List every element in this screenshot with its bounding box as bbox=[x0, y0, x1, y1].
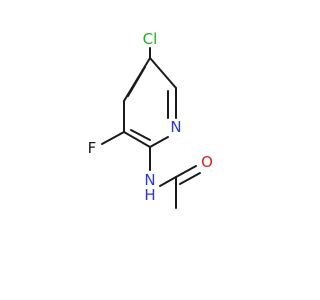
atom-cl: Cl bbox=[143, 30, 158, 48]
bond-co-o-1 bbox=[175, 165, 197, 178]
bond-c3-f bbox=[101, 131, 125, 145]
bond-c3-c2-inner bbox=[130, 129, 151, 141]
bond-nh-co bbox=[159, 176, 177, 187]
molecule-structure: Cl N F N H O bbox=[88, 30, 213, 209]
bond-c5-c4-inner bbox=[127, 66, 146, 97]
bond-c6-c5 bbox=[149, 57, 177, 89]
atom-n-ring: N bbox=[170, 118, 181, 136]
bond-c2-n1 bbox=[149, 136, 169, 148]
atom-o: O bbox=[201, 153, 213, 171]
atom-labels: Cl N F N H O bbox=[88, 30, 213, 204]
bonds bbox=[101, 47, 201, 209]
atom-nh-h: H bbox=[144, 186, 155, 204]
atom-f: F bbox=[88, 139, 97, 157]
bond-co-o-2 bbox=[179, 172, 201, 185]
bond-c3-c2 bbox=[123, 131, 151, 148]
atom-nh: N bbox=[144, 171, 155, 189]
